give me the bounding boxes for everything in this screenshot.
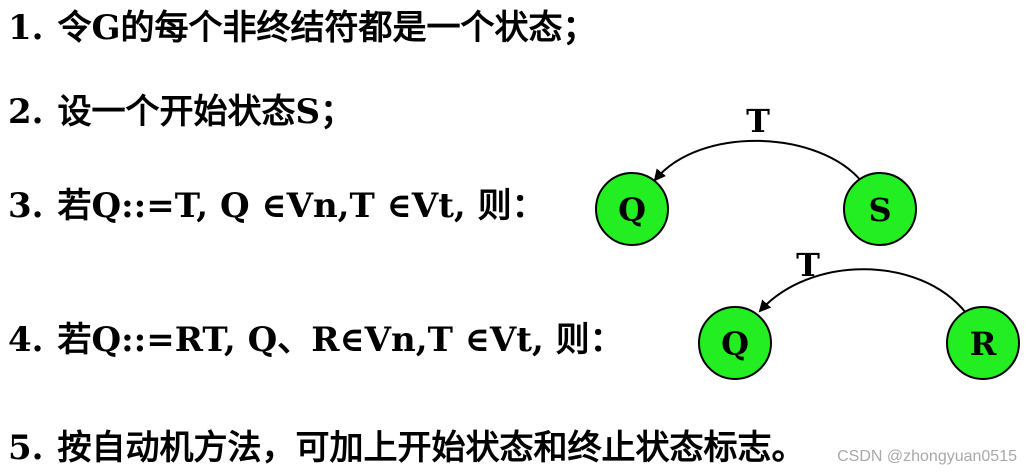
transition-label: T [796,246,820,284]
rule-text: 按自动机方法，可加上开始状态和终止状态标志。 [57,428,806,468]
state-node-q [698,306,772,380]
rule-4: 4. 若Q::=RT, Q、R∈Vn,T ∈Vt, 则： [8,320,624,360]
state-node-r [946,306,1020,380]
rule-number: 5. [8,428,44,468]
rule-text: 若Q::=T, Q ∈Vn,T ∈Vt, 则： [57,186,546,226]
diagram-1: T Q S [595,102,917,246]
transition-edge [758,268,967,314]
state-label: S [868,191,891,229]
rule-number: 2. [8,92,44,132]
rule-1: 1. 令G的每个非终结符都是一个状态； [8,8,597,48]
rule-2: 2. 设一个开始状态S； [8,92,354,132]
state-node-q [595,172,669,246]
rule-text: 令G的每个非终结符都是一个状态； [57,8,597,48]
state-node-s [843,172,917,246]
transition-label: T [746,102,770,140]
state-label: Q [618,191,646,229]
rule-number: 1. [8,8,44,48]
state-label: R [970,325,997,363]
rule-number: 3. [8,186,44,226]
rule-number: 4. [8,320,44,360]
rule-text: 设一个开始状态S； [57,92,355,132]
rule-3: 3. 若Q::=T, Q ∈Vn,T ∈Vt, 则： [8,186,546,226]
rule-text: 若Q::=RT, Q、R∈Vn,T ∈Vt, 则： [57,320,624,360]
watermark: CSDN @zhongyuan0515 [837,448,1017,465]
rule-5: 5. 按自动机方法，可加上开始状态和终止状态标志。 [8,428,806,468]
diagram-2: T Q R [698,246,1020,380]
transition-edge [653,139,863,183]
state-label: Q [721,325,749,363]
